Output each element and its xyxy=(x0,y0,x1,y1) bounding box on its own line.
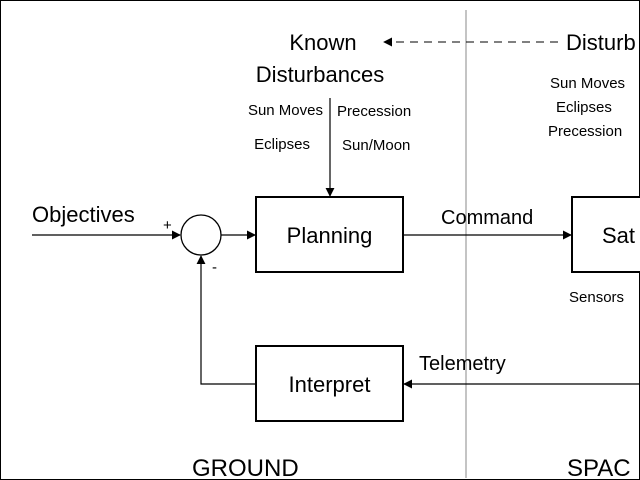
interpret-label: Interpret xyxy=(289,372,371,397)
command-label: Command xyxy=(441,207,533,229)
known-disturbance-eclipses: Eclipses xyxy=(254,136,310,153)
ground-region-label: GROUND xyxy=(192,455,299,480)
sensors-label: Sensors xyxy=(569,289,624,306)
actual-disturbances-label: Disturb xyxy=(566,30,636,55)
telemetry-label: Telemetry xyxy=(419,353,506,375)
planning-label: Planning xyxy=(287,223,373,248)
space-region-label: SPAC xyxy=(567,455,631,480)
known-disturbances-label-line1: Known xyxy=(289,30,356,55)
feedback-path xyxy=(196,255,256,385)
known-disturbance-sun-moves: Sun Moves xyxy=(248,102,323,119)
summing-minus-sign: - xyxy=(212,259,217,276)
known-disturbances-label-line2: Disturbances xyxy=(256,62,384,87)
actual-disturbance-eclipses: Eclipses xyxy=(556,99,612,116)
objectives-label: Objectives xyxy=(32,202,135,227)
actual-disturbance-sun-moves: Sun Moves xyxy=(550,75,625,92)
actual-disturbance-precession: Precession xyxy=(548,123,622,140)
summing-plus-sign: + xyxy=(163,217,172,234)
satellite-label: Sat xyxy=(602,223,635,248)
summing-junction xyxy=(180,214,222,256)
known-disturbance-precession: Precession xyxy=(337,103,411,120)
known-disturbance-sun-moon: Sun/Moon xyxy=(342,137,410,154)
planning-block: Planning xyxy=(255,196,404,273)
interpret-block: Interpret xyxy=(255,345,404,422)
satellite-block: Sat xyxy=(571,196,640,273)
